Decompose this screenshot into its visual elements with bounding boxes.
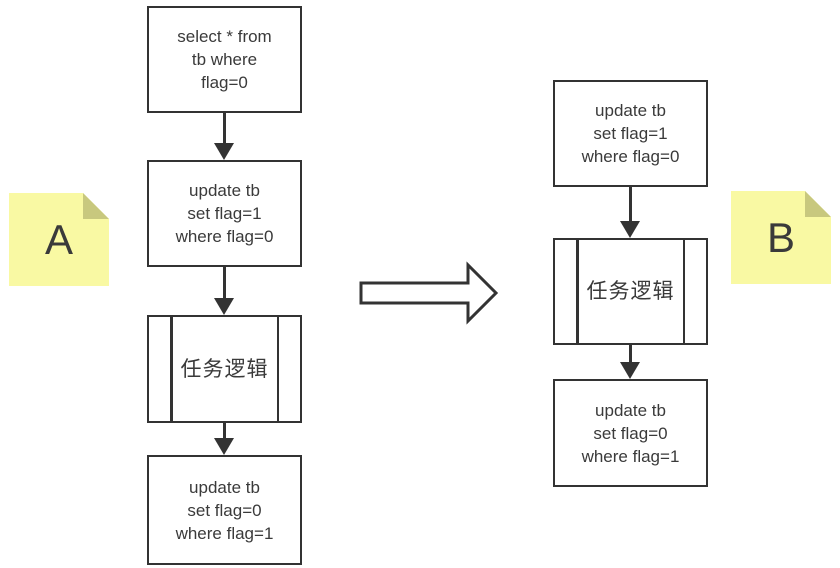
flow-b-connector-1: [618, 187, 642, 238]
flow-a-box-task-logic: 任务逻辑: [147, 315, 302, 423]
note-a: A: [9, 193, 109, 286]
arrow-down-icon: [214, 438, 234, 455]
flow-b-box-update-set0: update tb set flag=0 where flag=1: [553, 379, 708, 487]
flow-a-connector-2: [212, 267, 236, 315]
arrow-down-icon: [620, 362, 640, 379]
flow-b-box-task-logic-text: 任务逻辑: [586, 280, 675, 303]
flow-a-box-select: select * from tb where flag=0: [147, 6, 302, 113]
flow-b-connector-2: [618, 345, 642, 379]
note-b: B: [731, 191, 831, 284]
flow-b-box-task-logic: 任务逻辑: [553, 238, 708, 345]
flow-a-connector-1: [212, 113, 236, 160]
note-b-label: B: [766, 213, 795, 261]
note-a-label: A: [44, 215, 73, 263]
predefined-process-bar: [682, 240, 685, 343]
sticky-note-icon: [9, 193, 109, 286]
flow-a-box-update-set0-text: update tb set flag=0 where flag=1: [175, 477, 274, 543]
flow-a-box-update-set1: update tb set flag=1 where flag=0: [147, 160, 302, 267]
arrow-stem: [628, 187, 632, 225]
arrow-stem: [222, 423, 226, 442]
sticky-note-icon: [731, 191, 831, 284]
flow-a-box-task-logic-text: 任务逻辑: [180, 357, 269, 381]
arrow-down-icon: [620, 221, 640, 238]
arrow-stem: [628, 345, 632, 366]
arrow-down-icon: [214, 298, 234, 315]
flow-a-box-update-set0: update tb set flag=0 where flag=1: [147, 455, 302, 565]
flow-a-box-update-set1-text: update tb set flag=1 where flag=0: [175, 181, 274, 246]
flow-b-box-update-set1-text: update tb set flag=1 where flag=0: [581, 101, 680, 166]
flow-a-box-select-text: select * from tb where flag=0: [177, 27, 272, 92]
flow-b-box-update-set1: update tb set flag=1 where flag=0: [553, 80, 708, 187]
arrow-down-icon: [214, 143, 234, 160]
predefined-process-bar: [170, 317, 173, 421]
arrow-stem: [222, 267, 226, 302]
predefined-process-bar: [276, 317, 279, 421]
arrow-stem: [222, 113, 226, 147]
predefined-process-bar: [576, 240, 579, 343]
flow-a-connector-3: [212, 423, 236, 455]
flow-b-box-update-set0-text: update tb set flag=0 where flag=1: [581, 400, 680, 466]
transform-right-arrow-icon: [355, 258, 503, 328]
